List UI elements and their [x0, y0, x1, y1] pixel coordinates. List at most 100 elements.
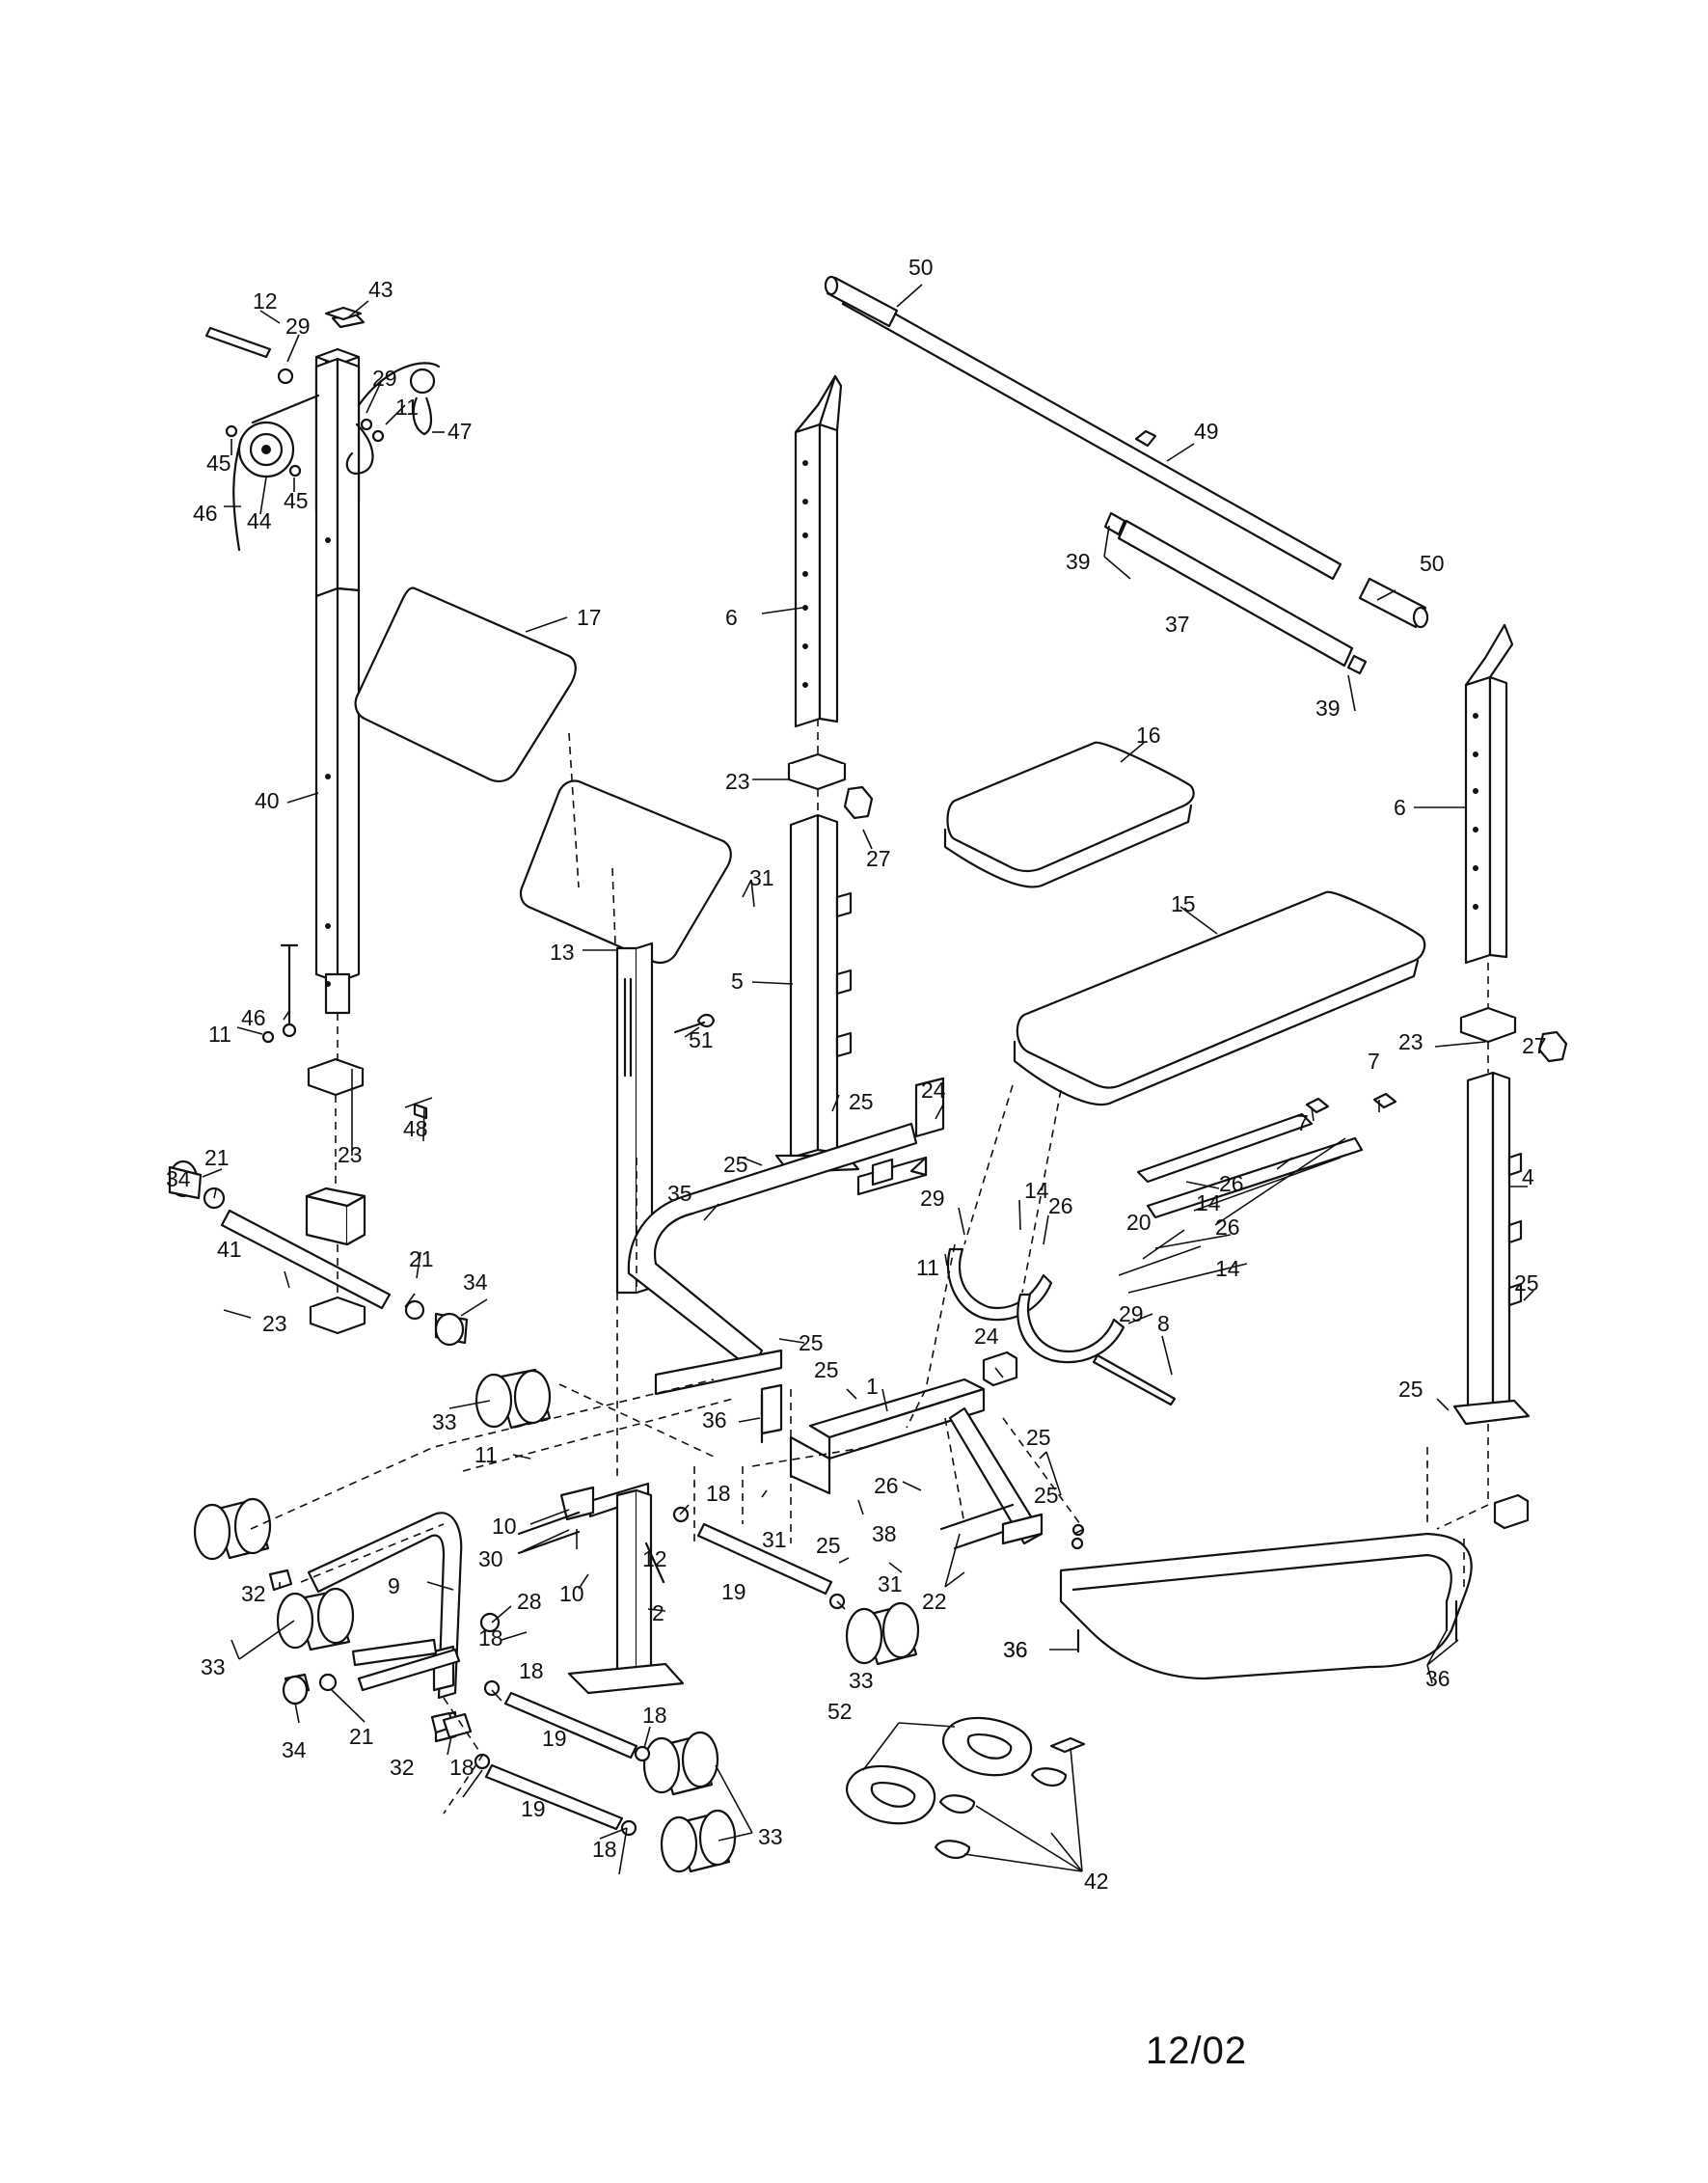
- callout: 25: [799, 1330, 824, 1355]
- callout: 25: [1514, 1270, 1539, 1296]
- callout: 14: [1215, 1256, 1240, 1281]
- barbell-bar: [824, 275, 1429, 629]
- callout: 35: [667, 1181, 692, 1206]
- callout: 15: [1171, 891, 1196, 916]
- callout: 45: [206, 450, 231, 476]
- callout: 33: [758, 1824, 783, 1849]
- callout: 23: [338, 1142, 363, 1167]
- callout: 6: [1394, 795, 1406, 820]
- callout: 5: [731, 969, 744, 994]
- pivot-shaft: [168, 1160, 469, 1347]
- callout: 22: [922, 1589, 947, 1614]
- pulley-upright: [204, 306, 441, 1015]
- callout: 46: [193, 501, 218, 526]
- callout: 21: [409, 1246, 434, 1271]
- callout: 25: [723, 1152, 748, 1177]
- callout: 48: [403, 1116, 428, 1141]
- bench-pads: [943, 741, 1426, 1106]
- cable-end: [261, 943, 299, 1044]
- callout: 25: [814, 1357, 839, 1382]
- foam-rollers: [193, 1368, 920, 1873]
- callout: 14: [1196, 1190, 1221, 1215]
- callout: 7: [1368, 1049, 1380, 1074]
- callout: 50: [1420, 551, 1445, 576]
- upright-base: [305, 1057, 433, 1335]
- callout: 36: [1003, 1637, 1028, 1662]
- handles: [846, 1716, 1086, 1859]
- callout: 46: [241, 1005, 266, 1030]
- callout: 25: [849, 1089, 874, 1114]
- preacher-pads: [354, 587, 732, 1295]
- callout: 11: [916, 1255, 939, 1280]
- callout: 18: [478, 1625, 503, 1651]
- callout: 25: [816, 1533, 841, 1558]
- callout: 10: [492, 1514, 517, 1539]
- callout-labels: 50 49 50 39 37 39 12 43 29 29 11 47 45 4…: [166, 255, 1547, 1894]
- right-upright: [1452, 623, 1568, 1426]
- callout: 33: [201, 1654, 226, 1679]
- callout: 47: [447, 419, 473, 444]
- callout: 31: [762, 1527, 787, 1552]
- callout: 23: [725, 769, 750, 794]
- roller-shafts: [282, 1506, 846, 1837]
- callout: 21: [204, 1145, 230, 1170]
- callout: 17: [577, 605, 602, 630]
- callout: 21: [349, 1724, 374, 1749]
- callout: 51: [689, 1027, 714, 1052]
- callout: 32: [241, 1581, 266, 1606]
- callout: 24: [921, 1078, 946, 1103]
- date-code: 12/02: [1146, 2030, 1248, 2072]
- callout: 30: [478, 1546, 503, 1571]
- callout: 25: [1398, 1377, 1423, 1402]
- callout: 2: [652, 1600, 664, 1625]
- callout: 26: [1219, 1171, 1244, 1196]
- callout: 31: [878, 1571, 903, 1596]
- callout: 32: [390, 1755, 415, 1780]
- callout: 52: [827, 1699, 853, 1724]
- callout: 33: [432, 1409, 457, 1434]
- callout: 41: [217, 1237, 242, 1262]
- leg-frame: [307, 1482, 685, 1743]
- callout: 42: [1084, 1869, 1109, 1894]
- bench-frame: [627, 1077, 1397, 1372]
- callout: 18: [449, 1755, 474, 1780]
- callout: 7: [1296, 1110, 1309, 1135]
- callout: 8: [1157, 1311, 1170, 1336]
- main-base-frame: [654, 1349, 1473, 1680]
- callout: 12: [642, 1546, 667, 1571]
- callout: 29: [1119, 1301, 1144, 1326]
- callout: 31: [749, 865, 774, 890]
- callout: 50: [908, 255, 934, 280]
- callout: 34: [282, 1737, 307, 1762]
- callout: 45: [284, 488, 309, 513]
- callout: 23: [1398, 1029, 1423, 1054]
- callout: 19: [542, 1726, 567, 1751]
- leader-lines: [202, 284, 1534, 1875]
- center-upright: [774, 374, 874, 1174]
- callout: 13: [550, 940, 575, 965]
- callout: 36: [702, 1407, 727, 1433]
- callout: 27: [1522, 1033, 1547, 1058]
- assembly-guide-lines: [250, 719, 1489, 1815]
- callout: 36: [1425, 1666, 1450, 1691]
- callout: 26: [874, 1473, 899, 1498]
- callout: 11: [395, 395, 419, 420]
- callout: 16: [1136, 723, 1161, 748]
- callout: 20: [1126, 1210, 1152, 1235]
- callout: 14: [1024, 1178, 1049, 1203]
- callout: 18: [519, 1658, 544, 1683]
- callout: 26: [1215, 1214, 1240, 1240]
- callout: 28: [517, 1589, 542, 1614]
- callout: 34: [166, 1166, 191, 1191]
- callout: 26: [1048, 1193, 1073, 1218]
- callout: 40: [255, 788, 280, 813]
- callout: 44: [247, 508, 272, 533]
- callout: 24: [974, 1323, 999, 1349]
- callout: 1: [866, 1374, 879, 1399]
- callout: 9: [388, 1573, 400, 1598]
- callout: 25: [1026, 1425, 1051, 1450]
- callout: 36: [1003, 1637, 1028, 1662]
- callout: 11: [474, 1442, 498, 1467]
